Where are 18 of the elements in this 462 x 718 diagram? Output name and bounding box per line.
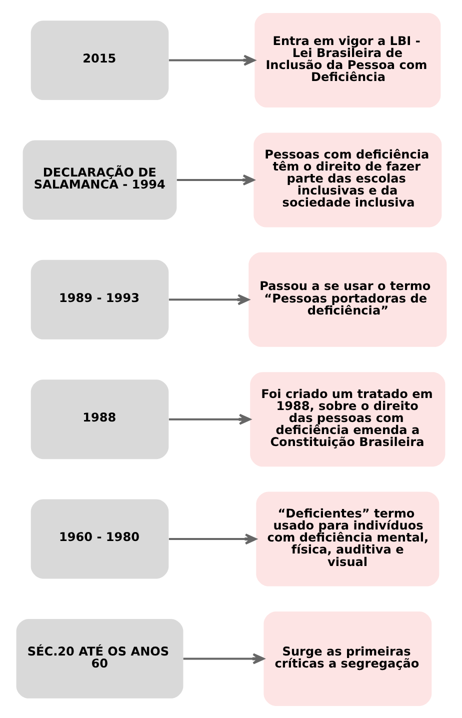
arrow (168, 294, 249, 305)
arrow (182, 652, 264, 664)
arrow (168, 533, 256, 544)
node-box: DECLARAÇÃO DE SALAMANCA - 1994 (22, 140, 176, 220)
node-box: Entra em vigor a LBI - Lei Brasileira de Inclusão da Pessoa com Deficiência (254, 12, 440, 108)
node-box: Foi criado um tratado em 1988, sobre o direito das pessoas com deficiência emenda a Constituição Brasileira (250, 372, 445, 466)
node-box: “Deficientes” termo usado para indivíduos com deficiência mental, física, auditiva e visual (256, 491, 439, 586)
node-box: 1960 - 1980 (30, 498, 168, 578)
node-box: 1989 - 1993 (30, 259, 168, 339)
node-box: Passou a se usar o termo “Pessoas portadoras de deficiência” (248, 252, 446, 346)
arrow (176, 174, 254, 185)
arrow (168, 54, 255, 66)
node-box: SÉC.20 ATÉ OS ANOS 60 (16, 618, 183, 698)
arrow (168, 413, 250, 424)
node-box: 1988 (30, 379, 168, 459)
node-box: 2015 (30, 20, 168, 100)
node-box: Pessoas com deficiência têm o direito de fazer parte das escolas inclusivas e da sociedade inclusiva (253, 132, 442, 227)
node-box: Surge as primeiras críticas a segregação (263, 610, 432, 706)
